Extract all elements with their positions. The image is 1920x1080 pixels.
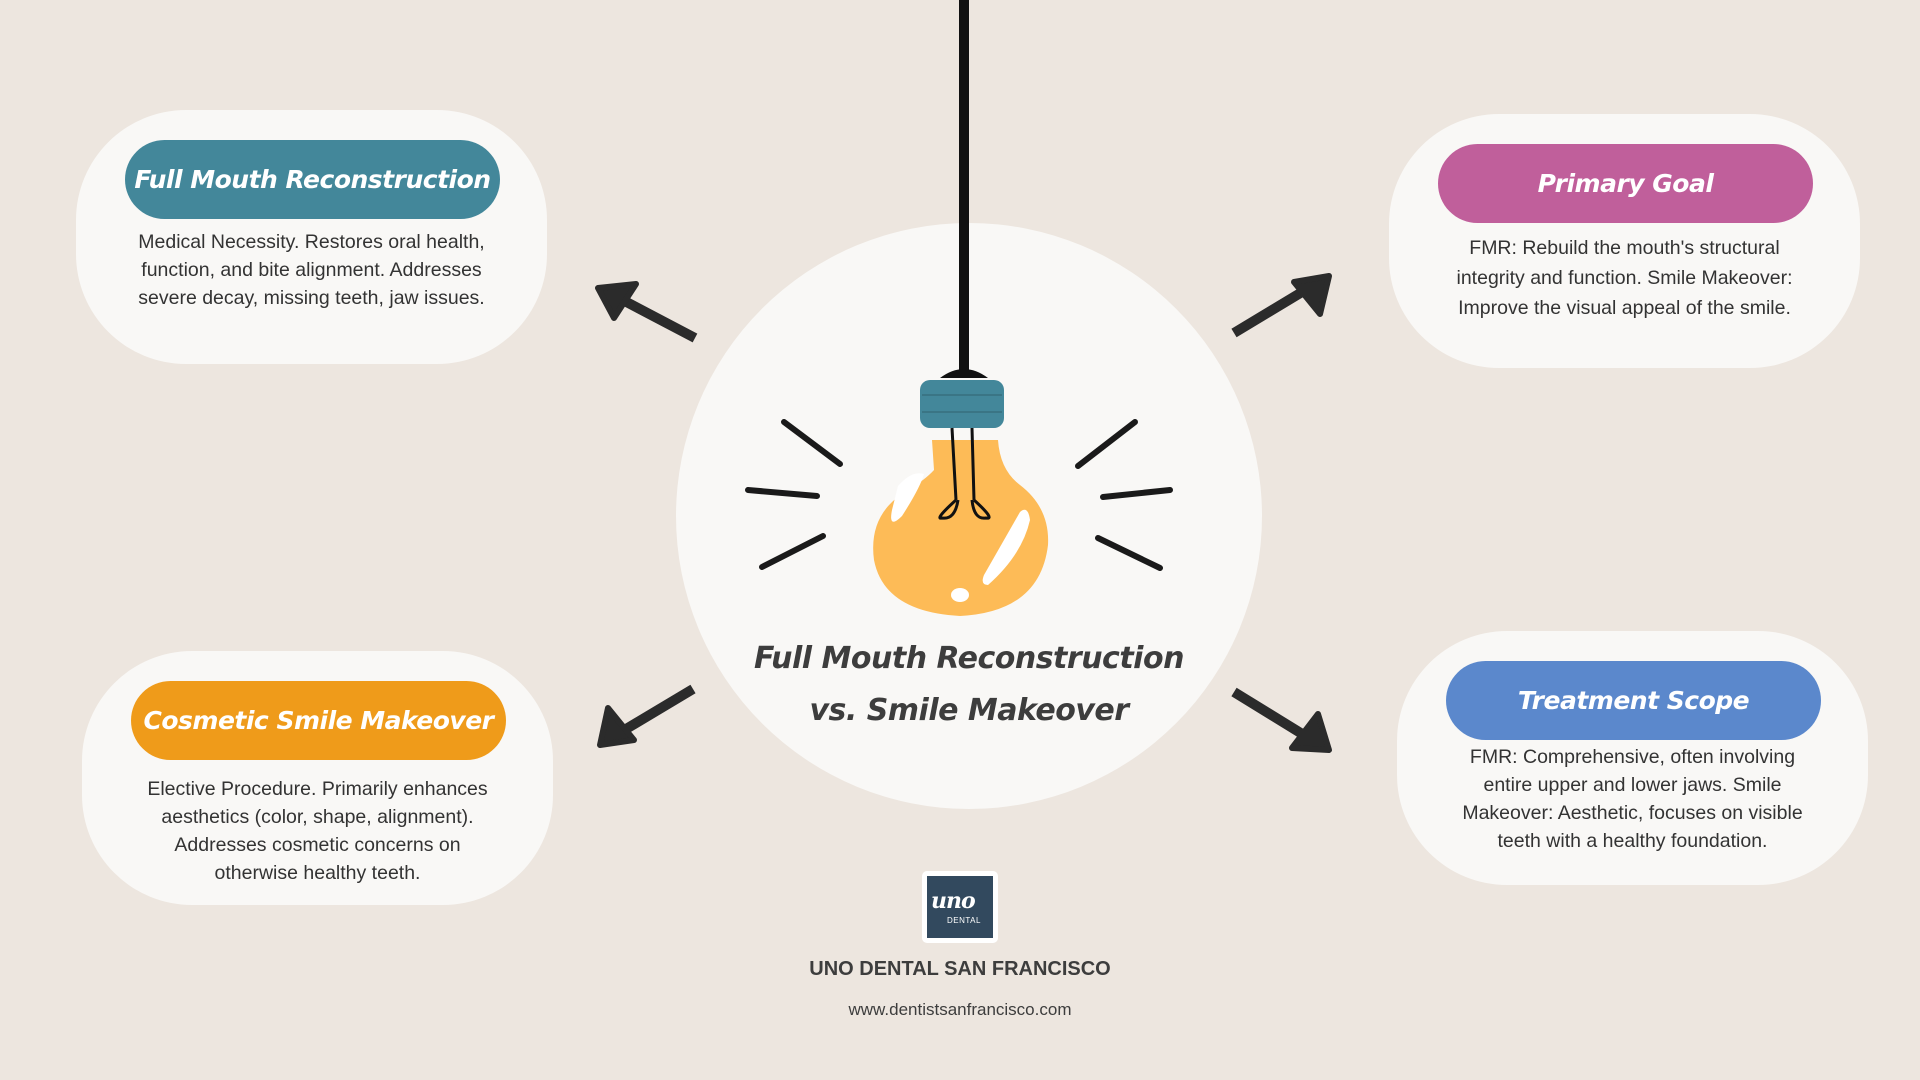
card-text: Elective Procedure. Primarily enhances a… <box>147 778 488 884</box>
card-cosmetic-smile-makeover: Cosmetic Smile Makeover Elective Procedu… <box>82 651 553 905</box>
card-text: FMR: Comprehensive, often involving enti… <box>1462 746 1803 852</box>
website-url: www.dentistsanfrancisco.com <box>848 1000 1072 1019</box>
light-rays-icon <box>745 419 1173 571</box>
card-heading: Full Mouth Reconstruction <box>125 140 500 219</box>
logo-word: uno <box>931 888 976 914</box>
card-text: Medical Necessity. Restores oral health,… <box>138 231 485 309</box>
card-heading: Cosmetic Smile Makeover <box>131 681 506 760</box>
card-heading: Treatment Scope <box>1446 661 1821 740</box>
logo-sub: DENTAL <box>947 916 981 925</box>
card-treatment-scope: Treatment Scope FMR: Comprehensive, ofte… <box>1397 631 1868 885</box>
card-text: FMR: Rebuild the mouth's structural inte… <box>1456 237 1793 319</box>
arrow-top-right-icon <box>1231 273 1332 338</box>
lightbulb-icon <box>873 369 1049 616</box>
center-title-line1: Full Mouth Reconstruction <box>754 641 1184 676</box>
arrow-bottom-right-icon <box>1231 687 1332 753</box>
center-title: Full Mouth Reconstruction vs. Smile Make… <box>676 633 1262 737</box>
uno-dental-logo: uno DENTAL <box>922 871 998 943</box>
center-title-line2: vs. Smile Makeover <box>809 693 1129 728</box>
arrow-top-left-icon <box>595 281 698 343</box>
brand-name: UNO DENTAL SAN FRANCISCO <box>809 958 1111 980</box>
card-heading: Primary Goal <box>1438 144 1813 223</box>
arrow-bottom-left-icon <box>597 684 696 748</box>
card-full-mouth-reconstruction: Full Mouth Reconstruction Medical Necess… <box>76 110 547 364</box>
card-primary-goal: Primary Goal FMR: Rebuild the mouth's st… <box>1389 114 1860 368</box>
bulb-cord <box>959 0 969 370</box>
